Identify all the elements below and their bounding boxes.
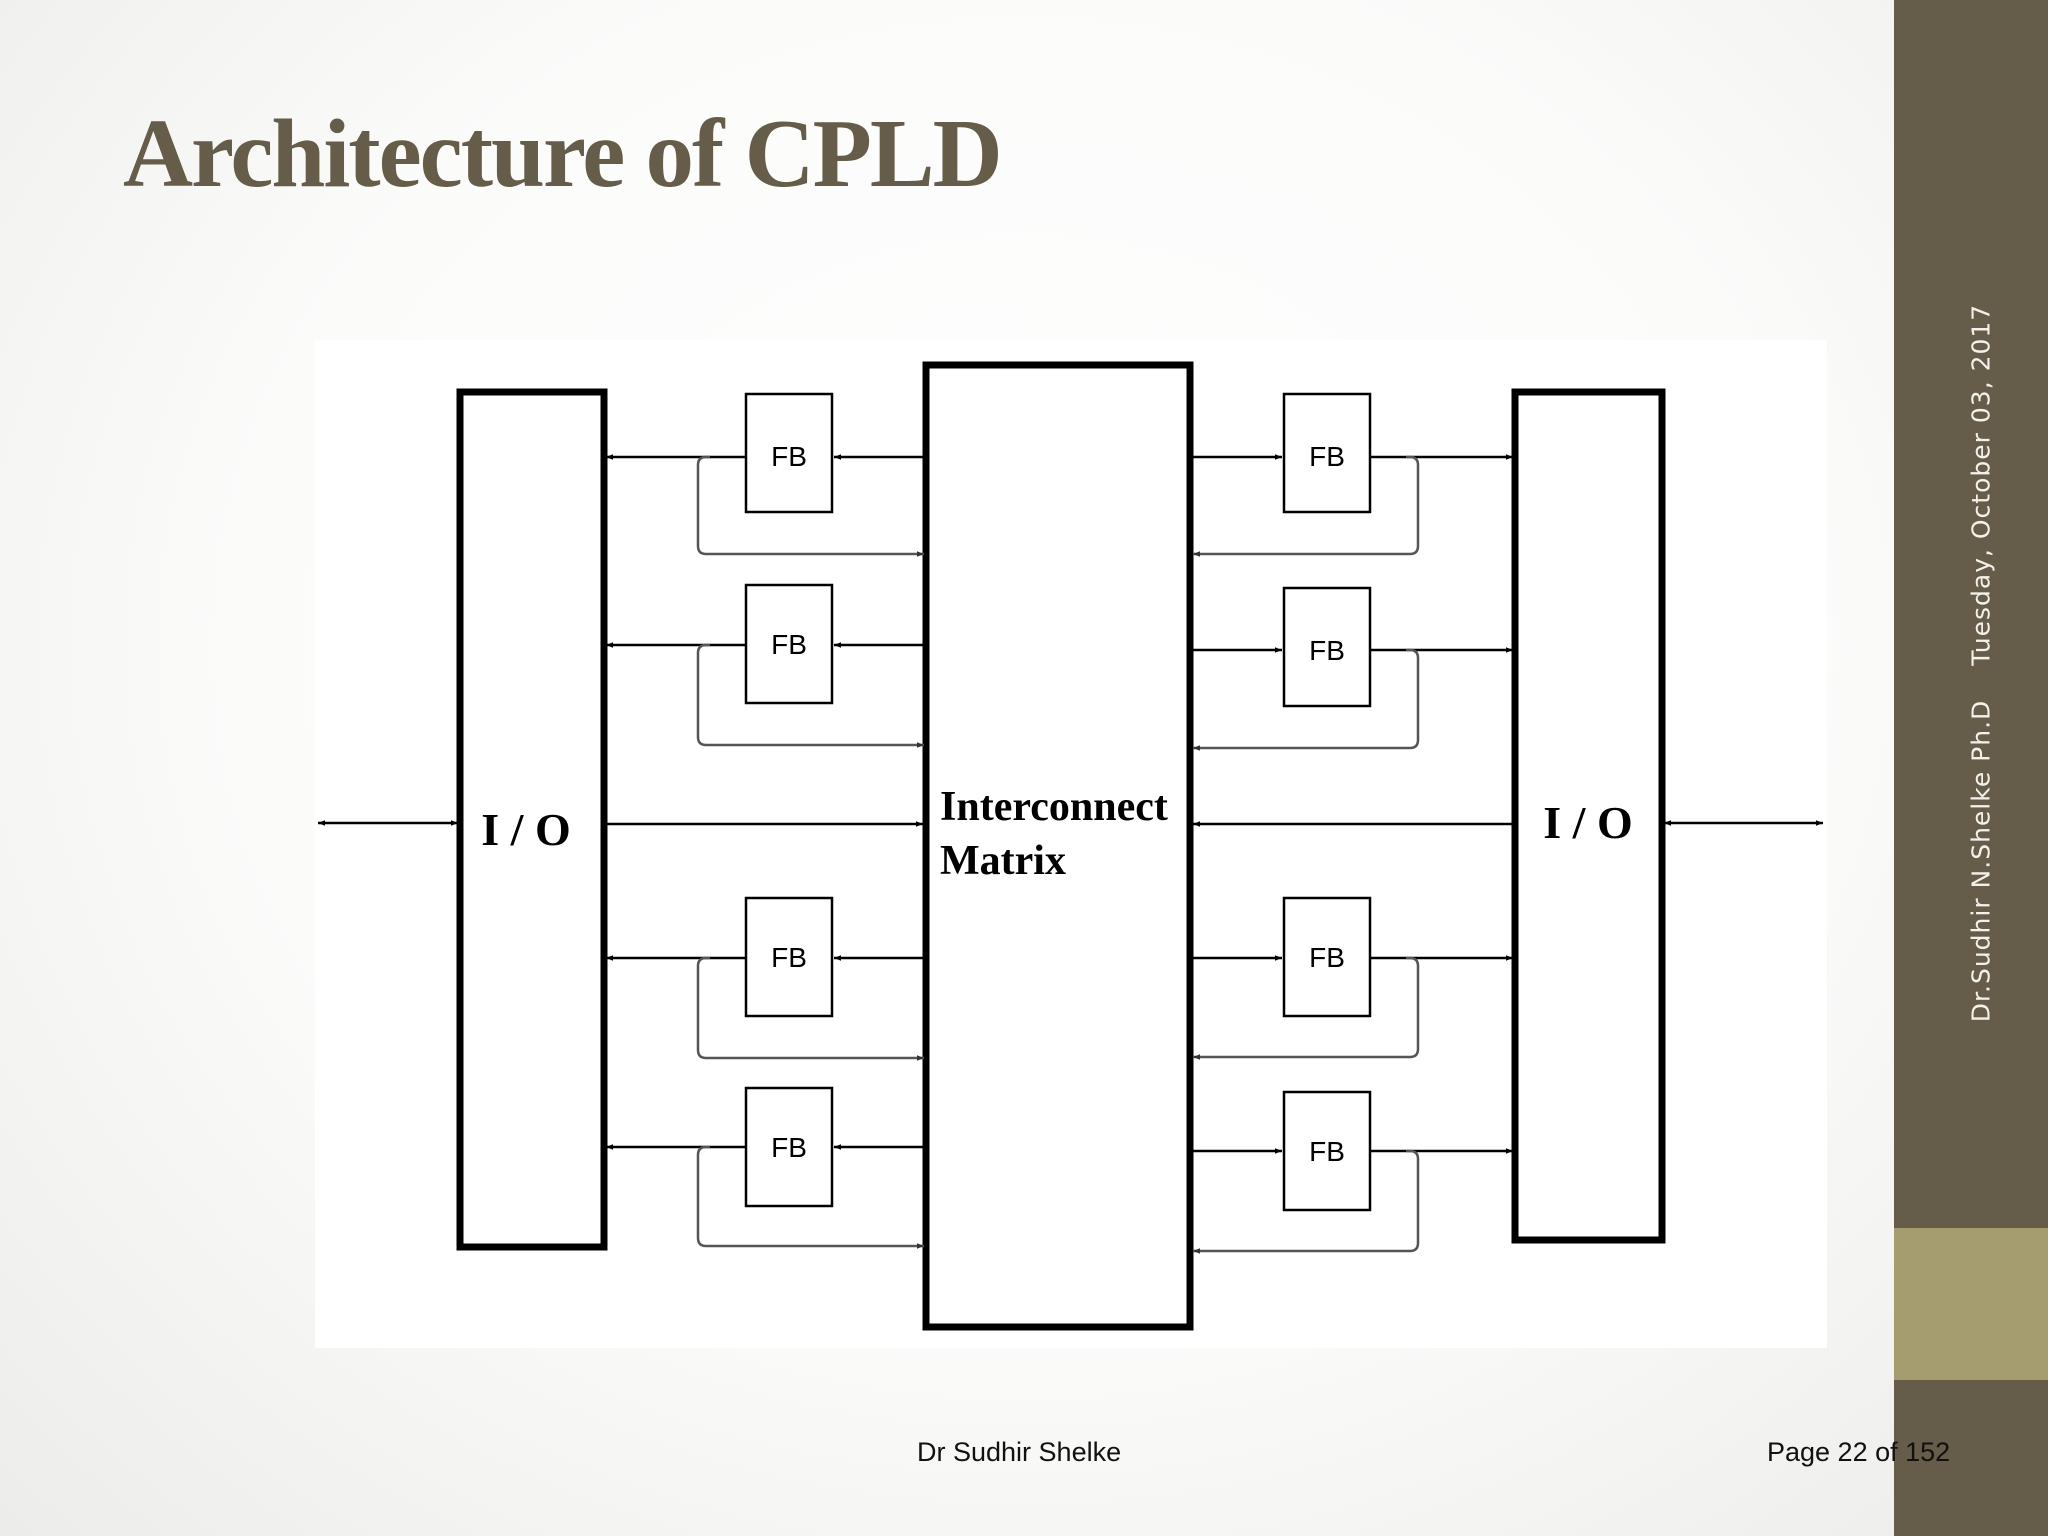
sidebar-band	[1894, 0, 2048, 1536]
function-block	[744, 583, 834, 705]
function-block	[1282, 586, 1372, 708]
io-label-left: I / O	[481, 804, 570, 855]
matrix-label-line1: Interconnect	[940, 784, 1168, 830]
fb-label: FB	[1309, 441, 1345, 472]
footer-author: Dr Sudhir Shelke	[917, 1437, 1122, 1467]
fb-label: FB	[1309, 942, 1345, 973]
fb-group-right-1: FB	[1193, 392, 1513, 557]
fb-label: FB	[1309, 635, 1345, 666]
fb-group-left-1: FB	[606, 392, 924, 557]
fb-group-left-3: FB	[606, 896, 924, 1061]
io-label-right: I / O	[1543, 797, 1632, 848]
fb-group-right-3: FB	[1193, 896, 1513, 1060]
fb-label: FB	[771, 441, 807, 472]
fb-label: FB	[771, 629, 807, 660]
interconnect-matrix-block	[922, 361, 1194, 1331]
fb-label: FB	[771, 1132, 807, 1163]
io-block-right	[1511, 388, 1666, 1244]
function-block	[744, 392, 834, 514]
sidebar-accent-block	[1894, 1228, 2048, 1380]
function-block	[1282, 392, 1372, 514]
function-block	[1282, 1090, 1372, 1212]
fb-group-right-4: FB	[1193, 1090, 1513, 1254]
footer-page-number: Page 22 of 152	[1767, 1437, 1951, 1467]
fb-group-left-2: FB	[606, 583, 924, 748]
fb-label: FB	[771, 942, 807, 973]
fb-group-left-4: FB	[606, 1086, 924, 1249]
matrix-label-line2: Matrix	[940, 838, 1066, 884]
fb-group-right-2: FB	[1193, 586, 1513, 751]
slide-title: Architecture of CPLD	[123, 100, 1003, 207]
fb-label: FB	[1309, 1136, 1345, 1167]
io-block-left	[456, 388, 608, 1251]
function-block	[744, 896, 834, 1018]
